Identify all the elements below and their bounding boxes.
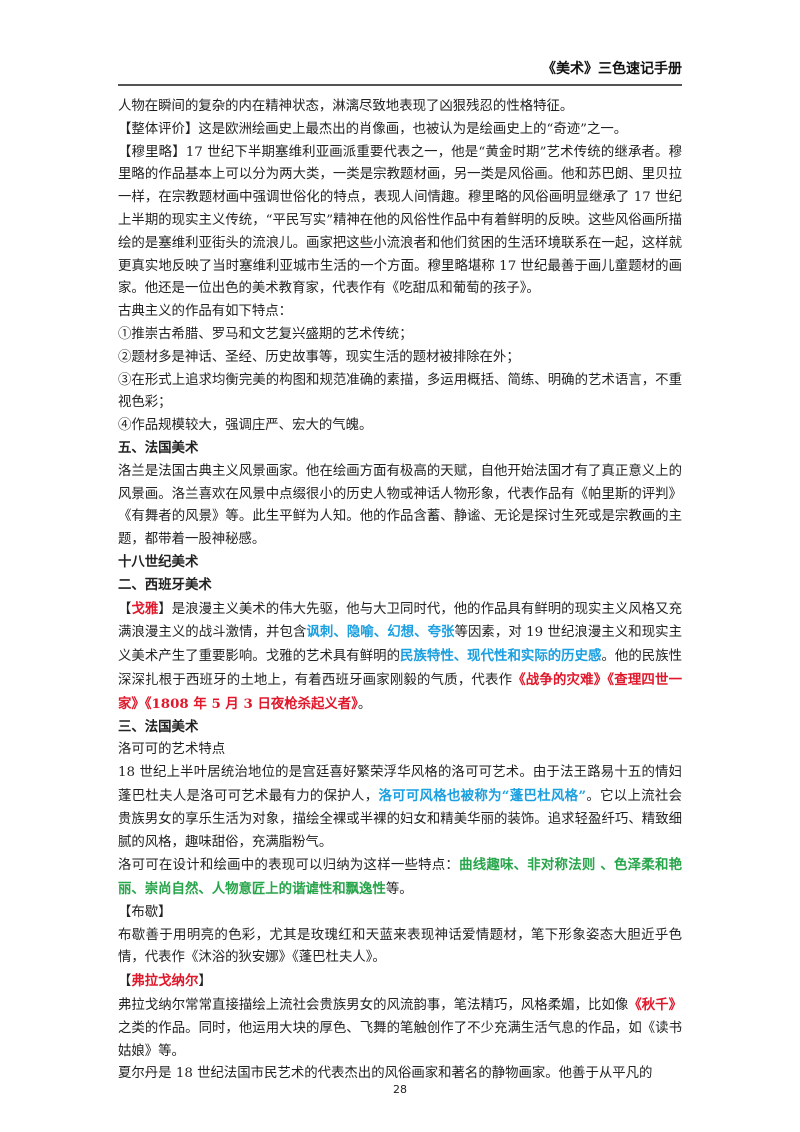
paragraph: 洛兰是法国古典主义风景画家。他在绘画方面有极高的天赋，自他开始法国才有了真正意义… [118, 463, 682, 548]
text: 。 [357, 696, 372, 712]
keywords-highlight: 讽刺、隐喻、幻想、夸张 [306, 624, 455, 641]
page-header-title: 《美术》三色速记手册 [542, 61, 682, 77]
text: 。它以上流社会贵族男女的享乐生活为对象，描绘全裸或半裸的妇女和精美华丽的装饰。追… [118, 788, 683, 850]
text: 等因素，对 19 世纪浪漫主义和现实主义美术产生了重要影响。戈雅的艺术具有鲜明的 [118, 625, 683, 665]
bracket-open: 【 [118, 974, 132, 990]
artist-name-goya: 戈雅 [131, 600, 159, 617]
features-highlight: 曲线趣味、非对称法则 、色泽柔和艳丽、崇尚自然、人物意匠上的谐谑性和飘逸性 [118, 857, 682, 898]
section-heading: 十八世纪美术 [118, 554, 199, 570]
header-divider [118, 84, 682, 86]
paragraph: 夏尔丹是 18 世纪法国市民艺术的代表杰出的风俗画家和著名的静物画家。他善于从平… [118, 1066, 653, 1082]
text: 等。 [385, 882, 413, 898]
text: 18 世纪上半叶居统治地位的是宫廷喜好繁荣浮华风格的洛可可艺术。由于法王路易十五… [118, 765, 682, 804]
artist-name-fragonard: 弗拉戈纳尔 [131, 973, 199, 990]
paragraph-goya: 【戈雅】是浪漫主义美术的伟大先驱，他与大卫同时代，他的作品具有鲜明的现实主义风格… [118, 598, 682, 717]
paragraph: 古典主义的作品有如下特点： [118, 304, 293, 320]
paragraph: 【整体评价】这是欧洲绘画史上最杰出的肖像画，也被认为是绘画史上的“奇迹”之一。 [118, 121, 628, 137]
text: 弗拉戈纳尔常常直接描绘上流社会贵族男女的风流韵事，笔法精巧，风格柔媚，比如像 [118, 998, 629, 1014]
list-item: ②题材多是神话、圣经、历史故事等，现实生活的题材被排除在外； [118, 349, 520, 365]
keywords-highlight: 洛可可风格也被称为“蓬巴杜风格” [378, 787, 587, 804]
section-heading: 三、法国美术 [118, 719, 199, 735]
list-item: ③在形式上追求均衡完美的构图和规范准确的素描，多运用概括、简练、明确的艺术语言，… [118, 372, 682, 411]
heading-fragonard: 【弗拉戈纳尔】 [118, 970, 682, 994]
paragraph-features: 洛可可在设计和绘画中的表现可以归纳为这样一些特点：曲线趣味、非对称法则 、色泽柔… [118, 854, 682, 902]
list-item: ④作品规模较大，强调庄严、宏大的气魄。 [118, 418, 373, 434]
text: 之类的作品。同时，他运用大块的厚色、飞舞的笔触创作了不少充满生活气息的作品，如《… [118, 1020, 682, 1059]
section-heading: 二、西班牙美术 [118, 577, 212, 593]
paragraph-fragonard: 弗拉戈纳尔常常直接描绘上流社会贵族男女的风流韵事，笔法精巧，风格柔媚，比如像《秋… [118, 994, 682, 1063]
list-item: ①推崇古希腊、罗马和文艺复兴盛期的艺术传统； [118, 326, 413, 342]
text: 】是浪漫主义美术的伟大先驱，他与大卫同时代，他的作品具有鲜明的现实主义风格又充满… [118, 601, 683, 641]
paragraph: 【穆里略】17 世纪下半期塞维利亚画派重要代表之一，他是“黄金时期”艺术传统的继… [118, 144, 682, 297]
works-highlight: 《秋千》 [628, 997, 683, 1014]
text: 。他的民族性深深扎根于西班牙的土地上，有着西班牙画家刚毅的气质，代表作 [118, 649, 683, 688]
text: 洛可可在设计和绘画中的表现可以归纳为这样一些特点： [118, 858, 460, 874]
paragraph: 【布歇】 [118, 904, 172, 920]
paragraph-rococo: 18 世纪上半叶居统治地位的是宫廷喜好繁荣浮华风格的洛可可艺术。由于法王路易十五… [118, 762, 682, 854]
works-highlight: 《战争的灾难》《查理四世一家》《1808 年 5 月 3 日夜枪杀起义者》 [118, 671, 682, 712]
section-heading: 五、法国美术 [118, 440, 199, 456]
paragraph: 人物在瞬间的复杂的内在精神状态，淋漓尽致地表现了凶狠残忍的性格特征。 [118, 99, 574, 114]
page-number: 28 [393, 1083, 407, 1096]
page-body: 人物在瞬间的复杂的内在精神状态，淋漓尽致地表现了凶狠残忍的性格特征。 【整体评价… [118, 96, 682, 1086]
paragraph: 洛可可的艺术特点 [118, 742, 226, 758]
bracket-close: 】 [198, 974, 212, 990]
paragraph: 布歇善于用明亮的色彩，尤其是玫瑰红和天蓝来表现神话爱情题材，笔下形象姿态大胆近乎… [118, 927, 682, 966]
keywords-highlight: 民族特性、现代性和实际的历史感 [400, 648, 602, 665]
bracket-open: 【 [118, 601, 132, 617]
